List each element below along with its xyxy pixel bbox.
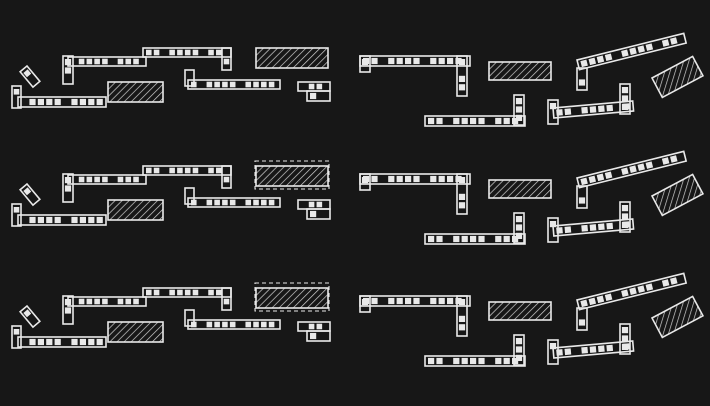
building-block — [184, 309, 195, 327]
building-block — [513, 334, 525, 366]
dashed-outline — [254, 160, 330, 190]
building-block — [221, 287, 232, 311]
building-block — [513, 94, 525, 126]
hatched-block — [107, 81, 164, 103]
building-block — [619, 323, 631, 355]
building-block — [576, 32, 688, 71]
hatched-block — [488, 179, 552, 199]
hatched-block — [254, 160, 330, 190]
building-block — [187, 197, 281, 208]
building-block — [67, 174, 147, 185]
building-block — [17, 96, 107, 108]
diagram-row-3 — [11, 272, 705, 367]
building-block — [576, 185, 588, 209]
dashed-outline — [254, 282, 330, 312]
panel-right — [359, 272, 705, 367]
building-block — [456, 295, 468, 337]
hatched-block — [488, 61, 552, 81]
building-block — [18, 304, 41, 329]
hatched-block — [650, 55, 705, 99]
hatched-block — [650, 173, 705, 217]
building-block — [221, 47, 232, 71]
building-block — [513, 212, 525, 244]
building-block — [306, 90, 331, 102]
panel-left — [11, 47, 331, 109]
building-block — [424, 355, 526, 367]
building-block — [18, 182, 41, 207]
panel-left — [11, 160, 331, 227]
hatched-block — [650, 295, 705, 339]
building-block — [359, 295, 371, 313]
hatched-block — [107, 321, 164, 343]
building-block — [67, 56, 147, 67]
building-block — [424, 233, 526, 245]
building-block — [142, 287, 232, 298]
building-block — [187, 79, 281, 90]
hatched-block — [107, 199, 164, 221]
building-block — [359, 173, 371, 191]
hatched-block — [488, 301, 552, 321]
building-block — [576, 67, 588, 91]
building-block — [306, 330, 331, 342]
hatched-block — [255, 47, 329, 69]
diagram-row-2 — [11, 150, 705, 245]
building-block — [424, 115, 526, 127]
building-block — [619, 83, 631, 115]
diagram-row-1 — [11, 32, 705, 127]
building-block — [17, 214, 107, 226]
building-block — [187, 319, 281, 330]
building-block — [456, 55, 468, 97]
building-block — [619, 201, 631, 233]
building-block — [456, 173, 468, 215]
building-block — [221, 165, 232, 189]
panel-right — [359, 32, 705, 127]
building-block — [576, 307, 588, 331]
building-block — [359, 55, 371, 73]
hatched-block — [254, 282, 330, 312]
building-block — [17, 336, 107, 348]
panel-right — [359, 150, 705, 245]
building-block — [306, 208, 331, 220]
building-block — [576, 272, 688, 311]
building-block — [142, 165, 232, 176]
building-block — [576, 150, 688, 189]
building-block — [552, 100, 635, 119]
building-block — [18, 64, 41, 89]
building-block — [184, 187, 195, 205]
panel-left — [11, 282, 331, 349]
building-block — [67, 296, 147, 307]
building-block — [184, 69, 195, 87]
